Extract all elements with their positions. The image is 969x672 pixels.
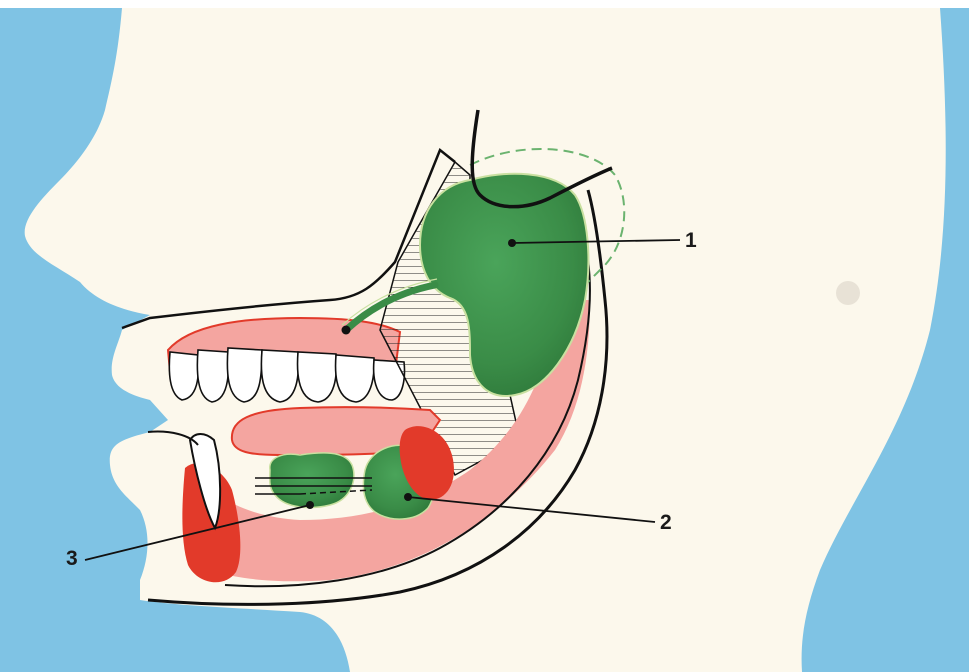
label-1: 1 [685,230,697,251]
sublingual-gland [270,453,354,508]
page-border-top [0,0,969,8]
skin-spot [836,281,860,305]
parotid-duct-opening [342,326,351,335]
leader-dot-1 [508,239,516,247]
leader-dot-3 [306,501,314,509]
label-3: 3 [66,548,78,569]
label-2: 2 [660,512,672,533]
leader-dot-2 [404,493,412,501]
